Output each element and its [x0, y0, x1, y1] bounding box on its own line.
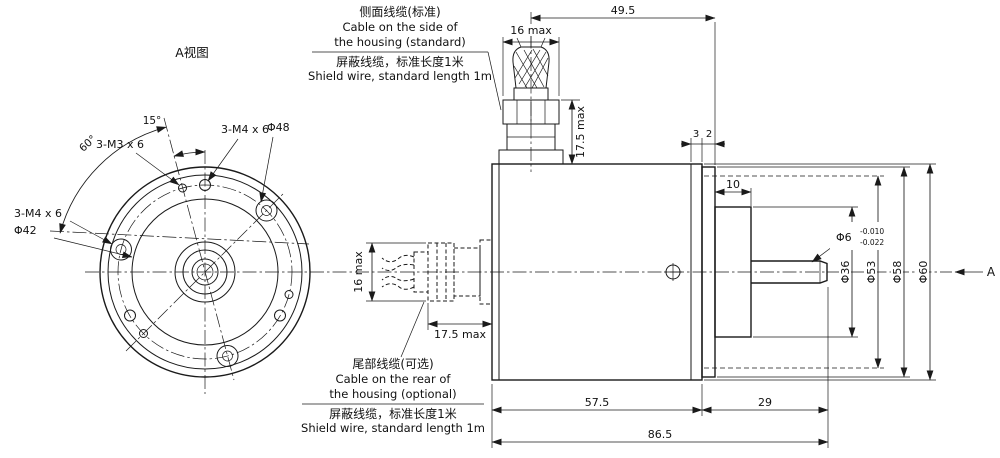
rear-note-line2: Cable on the rear of	[336, 372, 452, 386]
side-note-line2: Cable on the side of	[342, 20, 458, 34]
dim-phi53: Φ53	[865, 261, 878, 284]
dim-phi36: Φ36	[839, 261, 852, 284]
dim-86-5: 86.5	[648, 428, 673, 441]
side-screw-detail	[664, 263, 682, 281]
side-view	[491, 163, 828, 381]
m4-holes-left-label: 3-M4 x 6	[14, 207, 62, 220]
dim-phi6-tol-upper: -0.010	[860, 227, 884, 236]
dim-29: 29	[758, 396, 772, 409]
angle-15-label: 15°	[143, 115, 162, 127]
view-direction-arrow: A	[954, 265, 996, 279]
side-note-line5: Shield wire, standard length 1m	[308, 69, 492, 83]
gland-neck	[513, 87, 549, 101]
dim-49-5: 49.5	[611, 4, 636, 17]
dia42-label: Φ42	[14, 224, 37, 237]
dim-phi60: Φ60	[917, 261, 930, 284]
front-view: A视图 60° 15° 3-M3 x 6 3-M4 x 6 3-M4 x 6 Φ…	[14, 45, 311, 378]
flange-circle	[107, 174, 303, 370]
dim-phi6-tol-lower: -0.022	[860, 238, 884, 247]
dia48-label: Φ48	[267, 121, 290, 134]
view-arrow-label: A	[987, 265, 996, 279]
dim-phi6: Φ6	[836, 231, 852, 244]
circle-phi42	[131, 198, 279, 346]
dimension-labels: 49.5 16 max 17.5 max 3 2 10 Φ6 -0.010 -0…	[352, 4, 930, 441]
counterbore-holes	[110, 199, 278, 367]
m4-holes	[124, 179, 286, 322]
mounting-boss	[714, 206, 752, 338]
side-cable-gland	[498, 36, 564, 165]
side-note-line1: 侧面线缆(标准)	[359, 5, 440, 19]
dim-10: 10	[726, 178, 740, 191]
rear-note-line5: Shield wire, standard length 1m	[301, 421, 485, 435]
rear-cable-gland	[381, 239, 493, 305]
dimension-lines	[368, 14, 934, 446]
shaft-circle	[191, 258, 219, 286]
rear-note-line3: the housing (optional)	[329, 387, 456, 401]
hub-circle-inner	[182, 249, 228, 295]
m3-holes	[139, 183, 294, 338]
extension-lines	[366, 22, 936, 448]
rear-cable-note: 尾部线缆(可选) Cable on the rear of the housin…	[301, 301, 485, 435]
side-note-line3: the housing (standard)	[334, 35, 466, 49]
dim-57-5: 57.5	[585, 396, 610, 409]
m3-holes-label: 3-M3 x 6	[96, 138, 144, 151]
side-cable-note: 侧面线缆(标准) Cable on the side of the housin…	[308, 5, 502, 111]
dim-17-5-max-rear: 17.5 max	[434, 328, 486, 341]
angle-dimension-arcs	[59, 126, 206, 234]
shaft-dia-label: Φ6 -0.010 -0.022	[830, 222, 892, 250]
rear-note-line4: 屏蔽线缆，标准长度1米	[329, 406, 457, 421]
dim-16-max-top: 16 max	[510, 24, 552, 37]
rear-gland-neck	[413, 251, 429, 293]
side-note-line4: 屏蔽线缆，标准长度1米	[336, 54, 464, 69]
dim-16-max-rear: 16 max	[352, 251, 365, 293]
dim-3: 3	[693, 129, 699, 140]
shaft-bore-circle	[196, 263, 214, 281]
rear-note-line1: 尾部线缆(可选)	[352, 356, 433, 371]
dim-phi58: Φ58	[891, 261, 904, 284]
m4-holes-top-label: 3-M4 x 6	[221, 123, 269, 136]
front-view-leaders	[53, 136, 274, 259]
bolt-circle-phi48	[117, 184, 293, 360]
rear-gland-flange	[479, 239, 493, 305]
hub-circle-outer	[174, 241, 236, 303]
body-outer-circle	[99, 166, 311, 378]
front-view-title: A视图	[175, 45, 209, 60]
shaft	[751, 260, 828, 284]
dim-2: 2	[706, 129, 712, 140]
dim-17-5-max-top: 17.5 max	[574, 106, 587, 158]
rear-cable-wires	[381, 254, 415, 290]
